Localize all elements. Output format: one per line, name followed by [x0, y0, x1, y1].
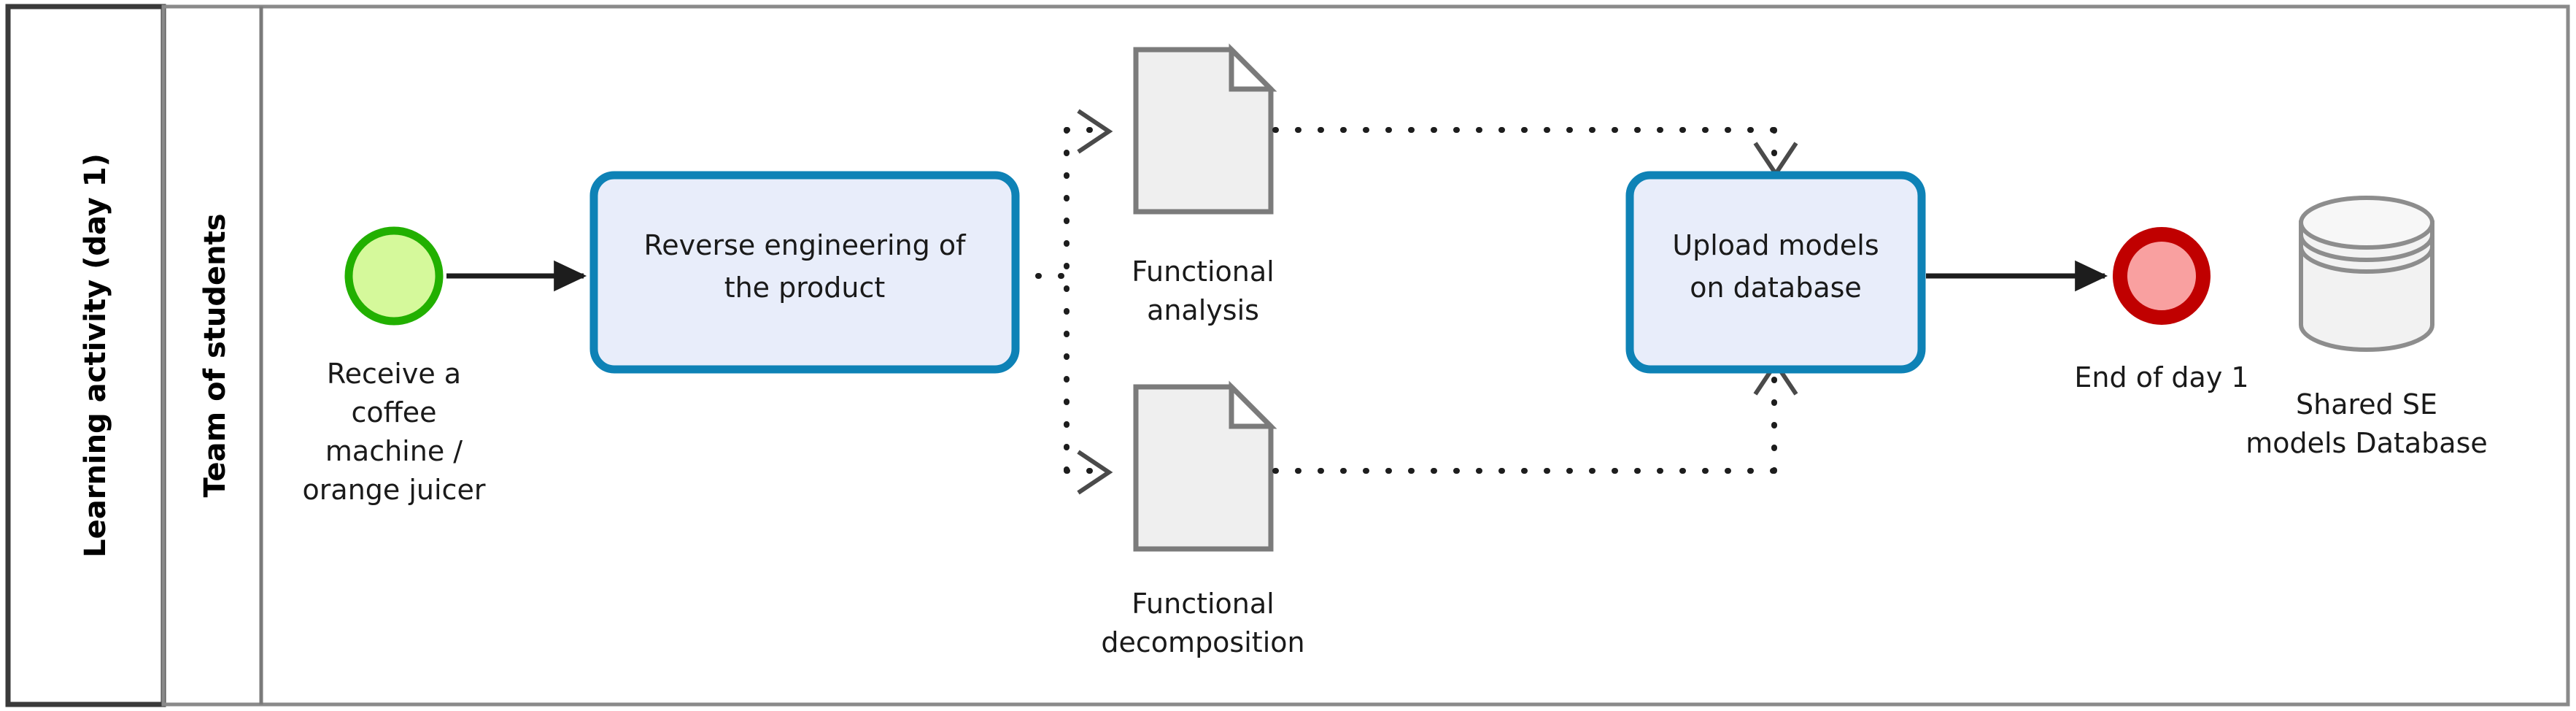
start-event-caption-line-1: Receive a — [327, 358, 461, 390]
lane-label: Team of students — [198, 213, 232, 497]
data-store-ring-1 — [2299, 234, 2434, 262]
pool-body-border — [161, 4, 2570, 707]
pool-label: Learning activity (day 1) — [79, 153, 112, 558]
end-event-circle — [2113, 227, 2211, 325]
data-store-top-ellipse — [2299, 196, 2434, 250]
doc-functional-decomposition[interactable]: Functional decomposition — [1101, 380, 1305, 658]
association-arrowhead-functional-analysis — [1077, 109, 1113, 154]
doc-caption-line-1: Functional — [1132, 588, 1274, 620]
data-store-caption-line-2: models Database — [2246, 427, 2488, 459]
start-event-circle — [344, 226, 444, 326]
doc-caption-line-1: Functional — [1132, 255, 1274, 288]
document-fold-corner — [1229, 380, 1277, 429]
task-label-line-2: the product — [724, 272, 886, 304]
task-label-line-2: on database — [1690, 272, 1862, 304]
pool-frame — [5, 4, 2570, 707]
end-event-caption-line-1: End of day 1 — [2074, 361, 2248, 393]
doc-functional-analysis[interactable]: Functional analysis — [1132, 43, 1277, 326]
start-event-caption-line-4: orange juicer — [303, 474, 486, 506]
association-arrowhead-upload-top — [1753, 142, 1798, 178]
doc-caption-line-2: decomposition — [1101, 626, 1304, 658]
task-label-line-1: Upload models — [1672, 229, 1879, 261]
task-reverse-engineering[interactable]: Reverse engineering of the product — [589, 171, 1020, 374]
start-event-caption-line-3: machine / — [325, 435, 463, 467]
start-event-caption-line-2: coffee — [351, 396, 436, 428]
start-event[interactable]: Receive a coffee machine / orange juicer — [303, 226, 486, 506]
assoc-reverse-engineering-branch — [1013, 109, 1113, 495]
doc-caption-line-2: analysis — [1147, 294, 1259, 326]
task-box — [589, 171, 1020, 374]
data-store-ring-2 — [2299, 246, 2434, 274]
task-label-line-1: Reverse engineering of — [644, 229, 967, 261]
end-event[interactable]: End of day 1 — [2074, 227, 2249, 393]
association-arrowhead-functional-decomposition — [1077, 450, 1113, 495]
data-store-caption-line-1: Shared SE — [2296, 388, 2437, 420]
data-store-shared-se-models[interactable]: Shared SE models Database — [2246, 196, 2488, 459]
document-fold-corner — [1229, 43, 1277, 92]
task-upload-models[interactable]: Upload models on database — [1625, 171, 1926, 374]
task-box — [1625, 171, 1926, 374]
